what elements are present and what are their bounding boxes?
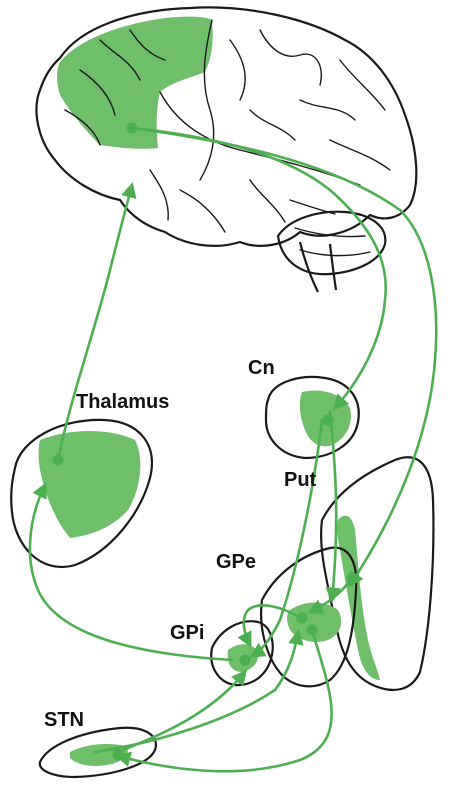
thalamus	[11, 420, 152, 567]
stn-label: STN	[44, 710, 84, 730]
brain	[36, 7, 416, 292]
gpi-label: GPi	[170, 623, 204, 643]
putamen	[321, 457, 433, 690]
thalamus-node	[53, 455, 64, 466]
caudate-nucleus	[266, 377, 359, 458]
stn-node	[113, 750, 124, 761]
cortex-node	[127, 123, 138, 134]
caudate-node	[323, 415, 334, 426]
thalamus-label: Thalamus	[76, 392, 169, 412]
gpi-node	[240, 655, 251, 666]
putamen-outline	[321, 457, 433, 690]
thalamus-to-cortex-path	[58, 185, 132, 460]
gpe-node	[297, 613, 308, 624]
put-label: Put	[284, 470, 316, 490]
putamen-highlight	[337, 516, 380, 680]
putamen-node	[347, 573, 358, 584]
gpe-label: GPe	[216, 552, 256, 572]
gpe-node-2	[307, 625, 318, 636]
globus-pallidus-externus	[261, 548, 356, 687]
cn-label: Cn	[248, 358, 275, 378]
cortex-to-putamen-path	[132, 128, 436, 585]
stn-to-gpi-path	[118, 672, 245, 752]
thalamus-highlight	[39, 431, 141, 538]
brainstem-outline	[300, 242, 336, 292]
